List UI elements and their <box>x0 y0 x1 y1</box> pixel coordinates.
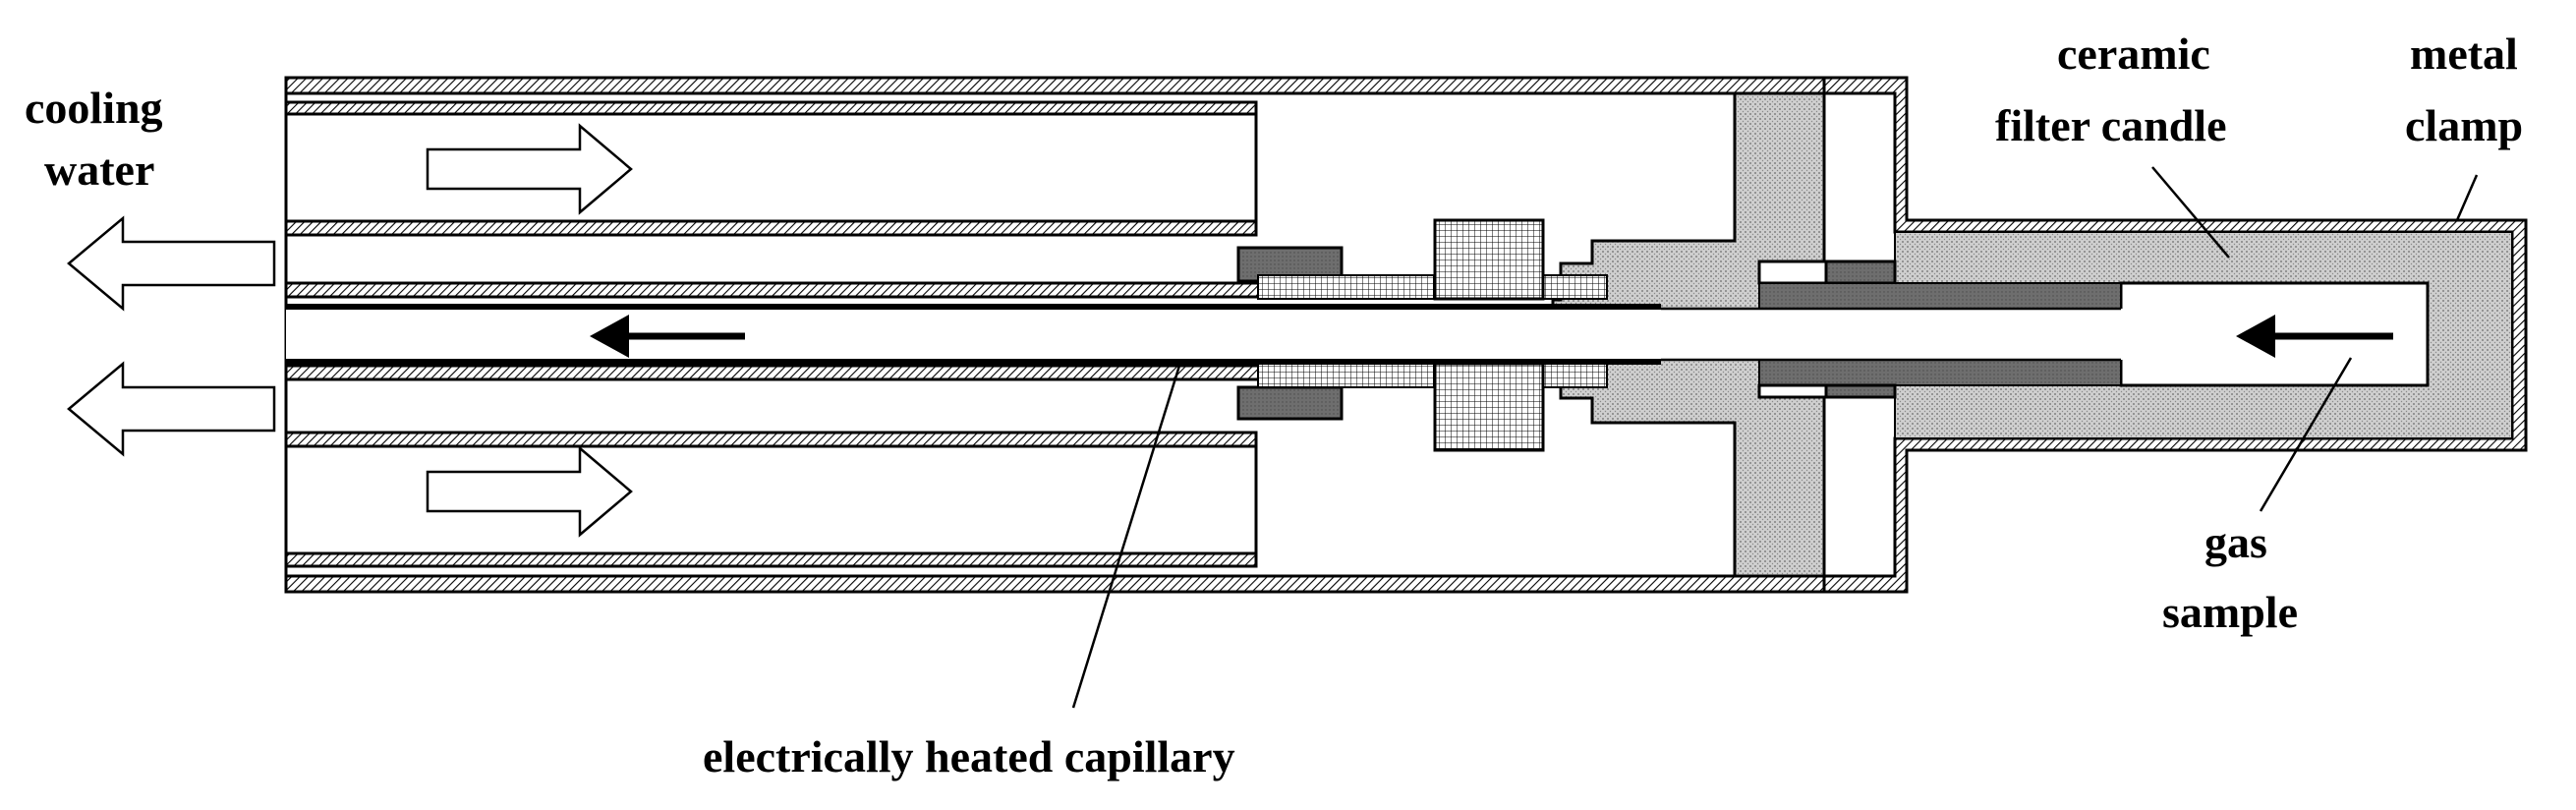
leader-lines <box>1071 166 2479 709</box>
fitting <box>1236 218 1608 452</box>
clamp-sleeve-bottom <box>1758 357 2122 386</box>
metal-clamp-block <box>1757 260 2122 399</box>
label-gas-sample-line1: gas <box>2204 517 2267 567</box>
flange-housing <box>1822 76 2528 594</box>
clamp-bottom-dark <box>1824 383 1897 399</box>
inner-tube-wall-top <box>284 281 1399 299</box>
lower-channel-wall-bottom <box>284 551 1258 568</box>
capillary-bore <box>286 309 2124 360</box>
ferrule-bottom <box>1236 385 1344 421</box>
lower-channel-wall-top <box>284 431 1258 448</box>
label-cooling-water-line1: cooling <box>25 83 163 133</box>
labels: cooling water ceramic filter candle meta… <box>25 29 2523 781</box>
label-gas-sample-line2: sample <box>2162 587 2298 637</box>
gas-arrow-candle-head <box>2236 315 2275 358</box>
label-cooling-water-line2: water <box>44 145 154 195</box>
gas-arrow-capillary-head <box>590 315 629 358</box>
label-metal-clamp-line2: clamp <box>2405 100 2523 150</box>
nut-bottom <box>1433 362 1545 452</box>
capillary <box>286 304 2124 365</box>
label-capillary: electrically heated capillary <box>703 731 1235 781</box>
fitting-body-top <box>1257 274 1608 300</box>
leader-ceramic <box>2151 166 2230 259</box>
flow-arrow-left-outlet-2 <box>67 361 276 457</box>
leader-capillary <box>1071 365 1181 709</box>
nut-top <box>1433 218 1545 301</box>
label-ceramic-line1: ceramic <box>2057 29 2210 79</box>
fitting-body-bottom <box>1257 363 1608 388</box>
clamp-bottom-small <box>1757 383 1828 399</box>
flow-arrow-right-lower <box>426 445 633 538</box>
gas-flow-arrows <box>590 315 2393 358</box>
flow-arrow-left-outlet-1 <box>67 215 276 312</box>
label-ceramic-line2: filter candle <box>1995 100 2226 150</box>
clamp-top-dark <box>1824 260 1897 285</box>
clamp-sleeve-top <box>1758 282 2122 312</box>
leader-metal-clamp <box>2455 174 2479 221</box>
upper-channel-wall-top <box>284 100 1258 116</box>
clamp-top-small <box>1757 260 1828 285</box>
upper-channel-wall-bottom <box>284 219 1258 237</box>
leader-gas-sample <box>2259 357 2353 512</box>
jacket-outer-wall-bottom <box>284 574 1826 594</box>
cooling-flow-arrows <box>67 123 633 538</box>
jacket-outer-wall-top <box>284 76 1826 95</box>
inner-tube-wall-bottom <box>284 364 1399 381</box>
label-metal-clamp-line1: metal <box>2410 29 2518 79</box>
flow-arrow-right-upper <box>426 123 633 215</box>
